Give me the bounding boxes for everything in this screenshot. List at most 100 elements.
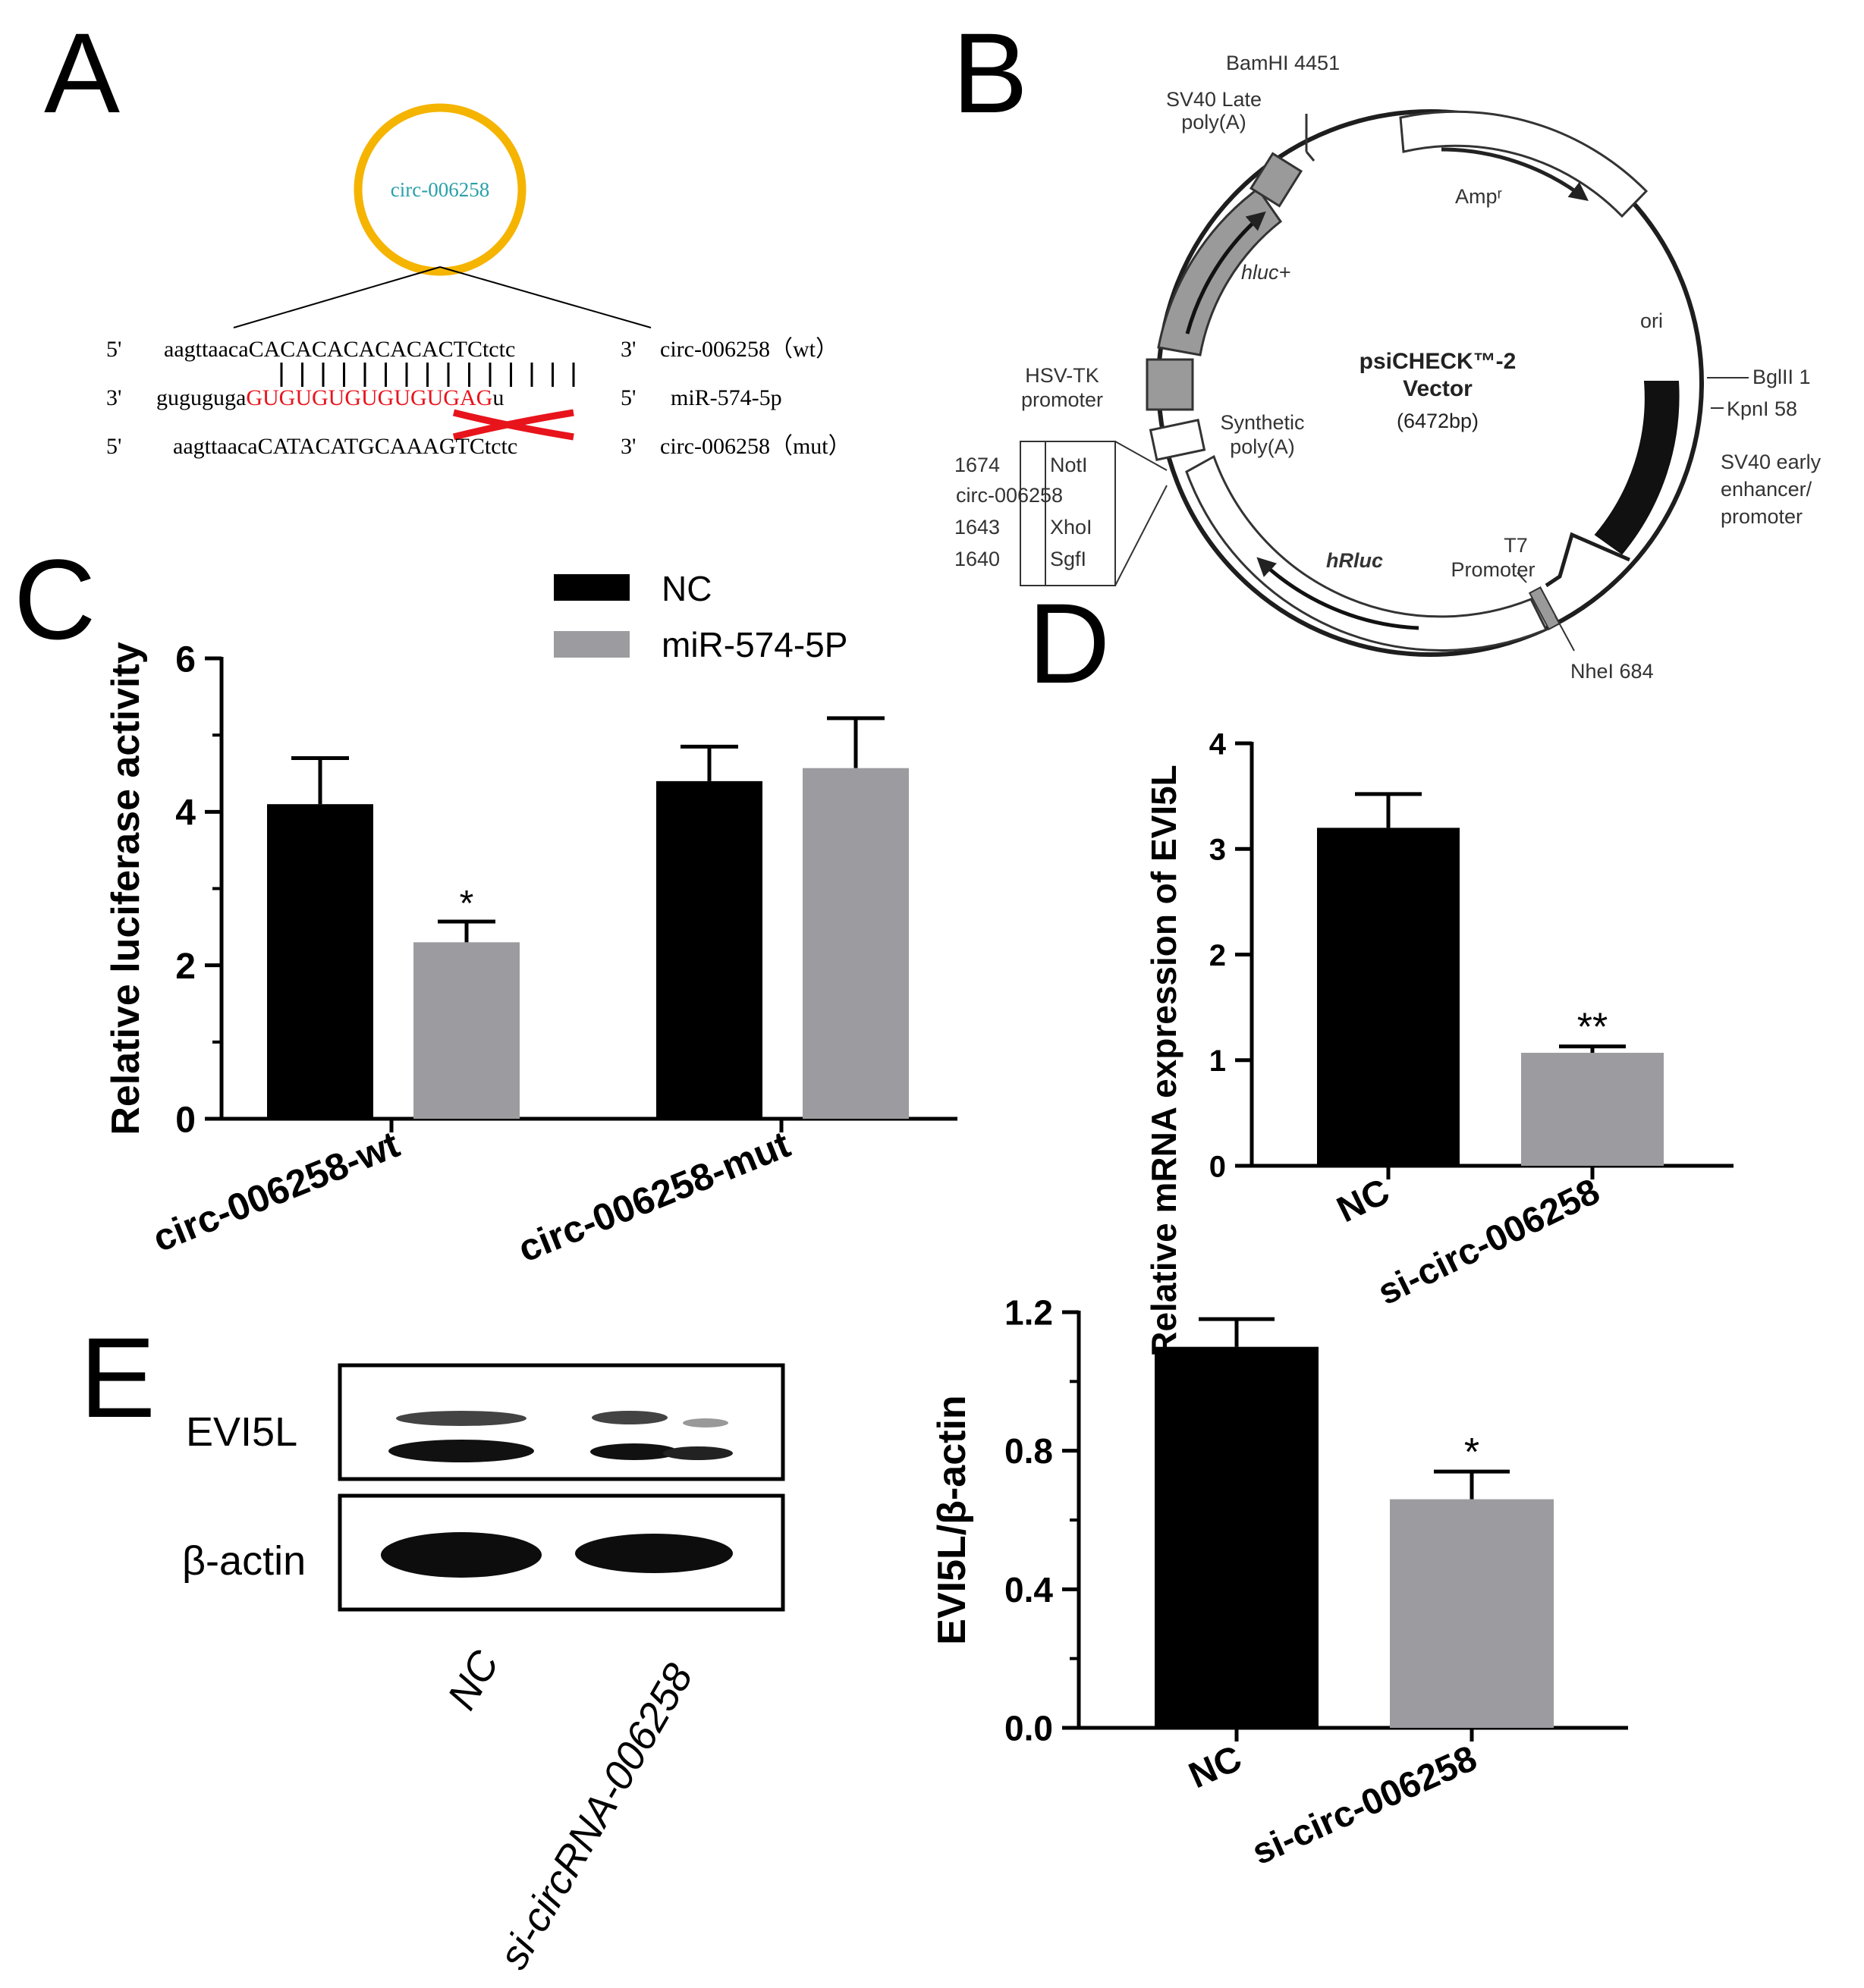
- lane-label-si: si-circRNA-006258: [490, 1657, 702, 1977]
- x-tick-label: si-circ-006258: [1372, 1171, 1606, 1313]
- panel-a-letter: A: [44, 9, 120, 137]
- bar: [656, 780, 762, 1119]
- insert-label: circ-006258: [956, 484, 1063, 507]
- hluc-direction-arrow: [1185, 211, 1266, 334]
- row3-sequence: aagttaacaCATACATGCAAAGTCtctc: [173, 434, 517, 459]
- xhoi-number: 1643: [954, 516, 1000, 539]
- sv40-early-label-1: SV40 early: [1721, 451, 1822, 473]
- legend-label-nc: NC: [662, 569, 712, 608]
- vector-name: psiCHECK™-2: [1359, 349, 1517, 374]
- zoom-line-right: [439, 266, 652, 328]
- bar: [1521, 1053, 1664, 1166]
- bar: [267, 804, 373, 1119]
- circ-rna-label: circ-006258: [391, 178, 489, 201]
- y-axis-title: Relative luciferase activity: [104, 642, 148, 1135]
- evi5l-lower-band-si: [590, 1443, 678, 1460]
- y-tick-label: 0.8: [1004, 1431, 1053, 1471]
- hsvtk-label-1: HSV-TK: [1025, 364, 1099, 387]
- kpni-label: KpnI 58: [1727, 397, 1797, 420]
- bar: [1155, 1346, 1319, 1728]
- hrluc-segment: [1185, 454, 1548, 652]
- circ-rna-circle: [354, 103, 527, 276]
- x-tick-label: circ-006258-mut: [512, 1123, 796, 1270]
- sv40-early-promoter-segment: [1594, 381, 1680, 555]
- chart-c-legend: NC miR-574-5P: [554, 569, 847, 664]
- panel-b-letter: B: [952, 9, 1028, 137]
- y-tick-label: 0: [175, 1100, 196, 1140]
- t7-label-1: T7: [1504, 534, 1528, 557]
- synthetic-label-1: Synthetic: [1220, 411, 1304, 434]
- noti-label: NotI: [1050, 454, 1088, 476]
- y-axis-title: EVI5L/β-actin: [930, 1395, 974, 1644]
- base-pair-lines: [280, 363, 575, 387]
- t7-label-2: Promoter: [1451, 558, 1535, 581]
- sgfi-label: SgfI: [1050, 548, 1086, 570]
- y-tick-label: 2: [175, 947, 196, 987]
- y-tick-label: 2: [1209, 939, 1226, 972]
- panel-d-letter: D: [1028, 579, 1110, 707]
- zoom-line-left: [233, 266, 441, 328]
- evi5l-lower-band-nc: [388, 1440, 534, 1462]
- row3-3prime: 3': [621, 434, 636, 459]
- evi5l-upper-band-si: [592, 1411, 668, 1424]
- sv40-late-polya-box: [1249, 152, 1303, 208]
- x-tick-label: NC: [1331, 1171, 1396, 1230]
- y-tick-label: 0.4: [1004, 1570, 1053, 1610]
- hsv-tk-promoter-box: [1146, 358, 1194, 411]
- amp-direction-arrow: [1441, 147, 1589, 202]
- row3-name: circ-006258（mut）: [660, 434, 851, 459]
- y-tick-label: 1.2: [1004, 1293, 1053, 1333]
- panel-a: A circ-006258 5' aagttaacaCACACACACACACT…: [44, 9, 851, 459]
- row2-5prime: 5': [621, 385, 636, 410]
- panel-e: E EVI5L β-actin NC si-circRNA-006258 0.0…: [80, 1293, 1628, 1977]
- y-tick-label: 0: [1209, 1150, 1226, 1183]
- x-tick-label: NC: [1183, 1738, 1248, 1797]
- legend-swatch-nc: [554, 574, 630, 601]
- y-tick-label: 4: [1209, 727, 1227, 761]
- amp-resistance-segment: [1399, 110, 1649, 218]
- panel-e-letter: E: [80, 1314, 156, 1441]
- actin-band-si: [575, 1534, 733, 1573]
- row1-sequence: aagttaacaCACACACACACACTCtctc: [164, 337, 515, 362]
- sgfi-number: 1640: [954, 548, 1000, 570]
- row1-3prime: 3': [621, 337, 636, 362]
- actin-blot-label: β-actin: [182, 1538, 306, 1584]
- lane-label-nc: NC: [438, 1643, 508, 1717]
- legend-label-mir: miR-574-5P: [662, 625, 847, 664]
- x-tick-label: circ-006258-wt: [147, 1123, 406, 1260]
- y-tick-label: 4: [175, 793, 196, 834]
- evi5l-actin-ratio-bar-chart: 0.00.40.81.2EVI5L/β-actin*NCsi-circ-0062…: [930, 1293, 1628, 1873]
- row1-5prime: 5': [106, 337, 121, 362]
- significance-mark: **: [1577, 1006, 1608, 1050]
- significance-mark: *: [1464, 1431, 1479, 1475]
- y-tick-label: 3: [1209, 834, 1226, 867]
- panel-b: B: [952, 9, 1822, 683]
- t7-promoter-box: [1528, 586, 1561, 630]
- hrluc-label: hRluc: [1326, 549, 1383, 572]
- bar: [413, 942, 520, 1119]
- synthetic-label-2: poly(A): [1230, 435, 1295, 458]
- bamhi-label: BamHI 4451: [1226, 52, 1340, 74]
- hsvtk-label-2: promoter: [1021, 388, 1103, 411]
- synthetic-polya-box: [1149, 419, 1206, 461]
- row3-5prime: 5': [106, 434, 121, 459]
- xhoi-label: XhoI: [1050, 516, 1092, 539]
- sv40-early-label-2: enhancer/: [1721, 478, 1812, 501]
- vector-word: Vector: [1403, 376, 1473, 401]
- mismatch-x-mark: [452, 409, 574, 441]
- vector-size: (6472bp): [1397, 410, 1479, 432]
- noti-number: 1674: [954, 454, 1000, 476]
- row2-name: miR-574-5p: [671, 385, 782, 410]
- bglii-label: BglII 1: [1752, 366, 1811, 388]
- nhei-label: NheI 684: [1570, 660, 1654, 683]
- backbone-zigzag: [1545, 532, 1630, 588]
- hluc-label: hluc+: [1241, 261, 1290, 284]
- y-axis-title: Relative mRNA expression of EVI5L: [1144, 765, 1183, 1357]
- y-tick-label: 6: [175, 639, 196, 680]
- legend-swatch-mir: [554, 631, 630, 658]
- bar: [1317, 828, 1460, 1166]
- panel-c-letter: C: [14, 535, 96, 663]
- actin-band-nc: [381, 1532, 542, 1578]
